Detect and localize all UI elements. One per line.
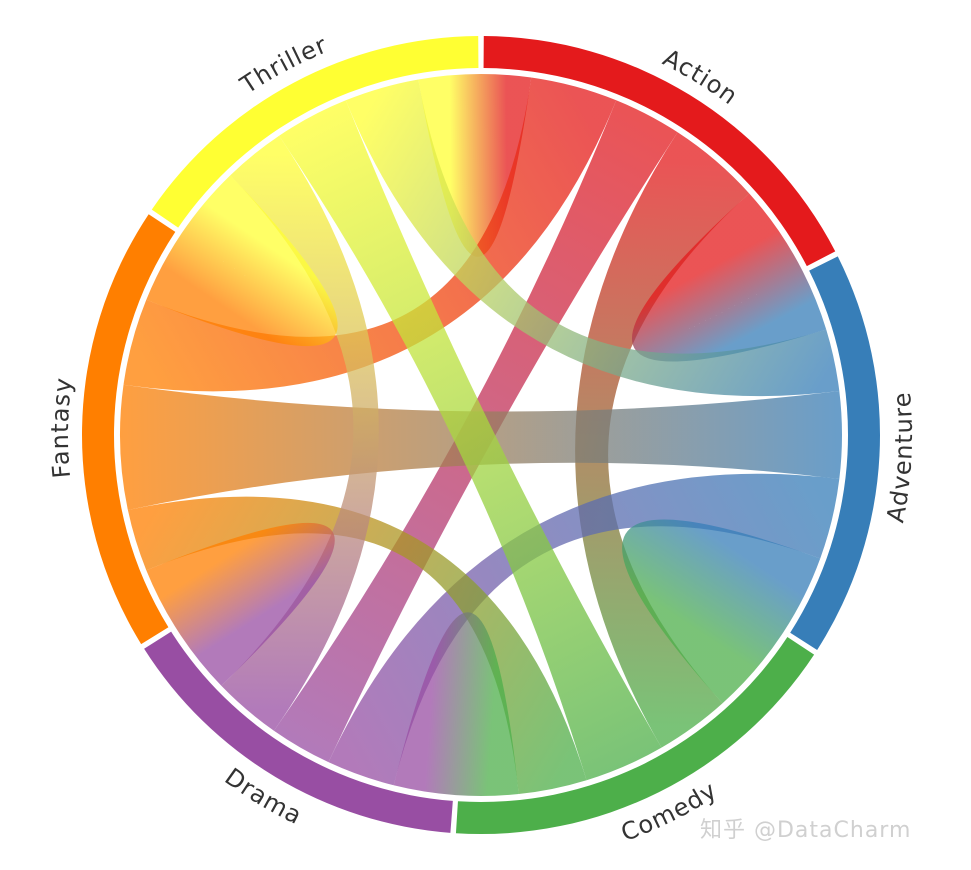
chord-adventure-thriller[interactable]: [345, 79, 840, 397]
chord-comedy-drama[interactable]: [393, 612, 519, 796]
watermark: 知乎 @DataCharm: [700, 818, 912, 843]
separator-ring: [115, 69, 847, 801]
group-arc-thriller[interactable]: [151, 36, 479, 228]
label-fantasy: Fantasy: [46, 376, 78, 480]
group-arcs: [81, 36, 880, 834]
chord-action-fantasy[interactable]: [123, 77, 617, 392]
chord-action-comedy[interactable]: [575, 132, 750, 748]
group-arc-comedy[interactable]: [455, 637, 815, 834]
group-arc-action[interactable]: [483, 36, 836, 267]
chord-comedy-thriller[interactable]: [279, 100, 662, 781]
group-arc-drama[interactable]: [144, 631, 453, 833]
group-arc-adventure[interactable]: [790, 256, 880, 650]
chord-fantasy-thriller[interactable]: [146, 175, 338, 347]
chord-adventure-drama[interactable]: [328, 473, 840, 786]
label-adventure: Adventure: [881, 391, 918, 525]
chord-action-adventure[interactable]: [631, 193, 827, 362]
chord-ribbons: [119, 74, 842, 796]
group-arc-fantasy[interactable]: [81, 214, 176, 645]
chord-adventure-comedy[interactable]: [622, 519, 821, 704]
chord-comedy-fantasy[interactable]: [127, 496, 587, 795]
chord-drama-thriller[interactable]: [221, 135, 379, 731]
chord-drama-fantasy[interactable]: [146, 522, 335, 686]
